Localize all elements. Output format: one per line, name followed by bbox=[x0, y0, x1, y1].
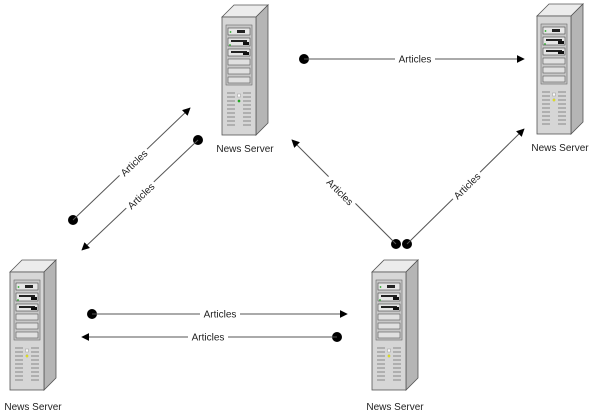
node-label: News Server bbox=[366, 402, 424, 413]
edge-label: Articles bbox=[119, 148, 150, 179]
node-top-center: News Server bbox=[216, 4, 274, 155]
server-icon bbox=[221, 4, 269, 136]
edge-label: Articles bbox=[192, 333, 225, 344]
edge-top-center-to-top-right: Articles bbox=[299, 53, 525, 66]
node-top-right: News Server bbox=[531, 3, 589, 154]
node-label: News Server bbox=[216, 144, 274, 155]
edge-bottom-center-to-top-center: Articles bbox=[291, 139, 401, 249]
edge-label: Articles bbox=[399, 55, 432, 66]
server-icon bbox=[536, 3, 584, 135]
edge-label: Articles bbox=[126, 181, 157, 212]
edges: Articles Articles Articles bbox=[68, 53, 525, 344]
node-bottom-center: News Server bbox=[366, 259, 424, 413]
node-bottom-left: News Server bbox=[4, 259, 62, 413]
node-label: News Server bbox=[531, 143, 589, 154]
node-label: News Server bbox=[4, 402, 62, 413]
edge-bottom-center-to-bottom-left: Articles bbox=[81, 331, 342, 344]
edge-bottom-center-to-top-right: Articles bbox=[402, 128, 525, 249]
server-icon bbox=[371, 259, 419, 391]
edge-label: Articles bbox=[452, 171, 483, 202]
server-icon bbox=[9, 259, 57, 391]
edge-bottom-left-to-bottom-center: Articles bbox=[87, 308, 348, 321]
edge-label: Articles bbox=[324, 177, 355, 208]
edge-label: Articles bbox=[204, 310, 237, 321]
